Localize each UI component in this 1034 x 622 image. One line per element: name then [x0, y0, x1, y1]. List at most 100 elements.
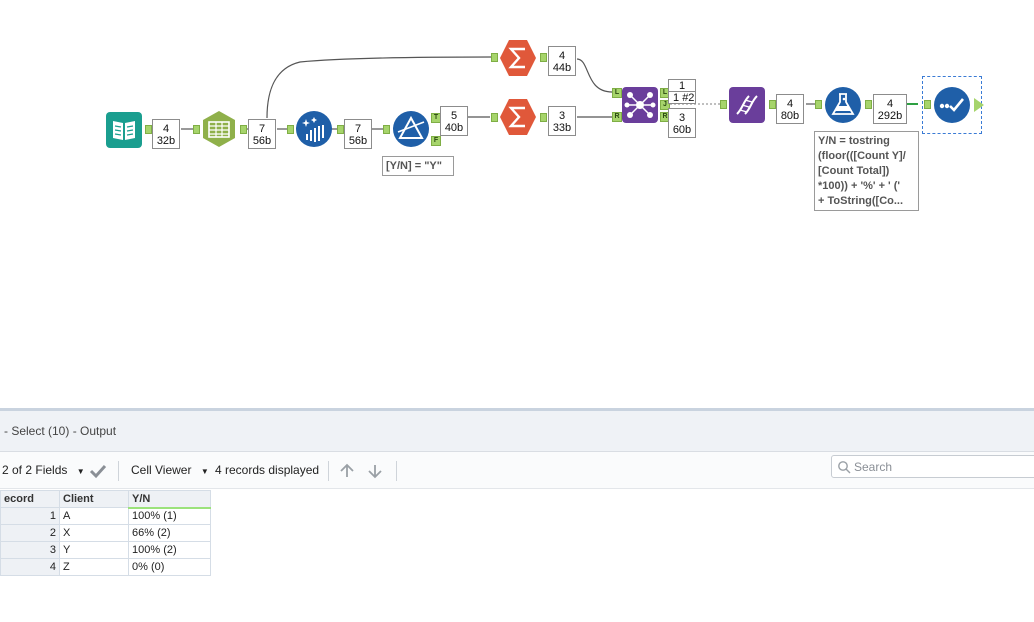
record-count: 3 — [558, 110, 566, 122]
record-count: 4 — [886, 98, 894, 110]
scroll-down-button[interactable] — [366, 452, 384, 488]
yn-cell[interactable]: 100% (2) — [128, 541, 211, 559]
results-title: - Select (10) - Output — [0, 411, 1034, 452]
client-cell[interactable]: Z — [59, 558, 129, 576]
scroll-up-button[interactable] — [338, 452, 356, 488]
book-icon — [106, 112, 142, 148]
record-size: 33b — [552, 122, 572, 134]
records-count-text: 4 records displayed — [215, 452, 319, 488]
records-label: 4 records displayed — [215, 463, 320, 477]
toolbar-separator — [118, 461, 119, 481]
join-output-join-anchor[interactable]: J — [660, 100, 670, 110]
output-anchor[interactable] — [337, 125, 344, 134]
search-input[interactable] — [854, 458, 1034, 475]
record-count: 7 — [258, 123, 266, 135]
output-anchor[interactable] — [145, 125, 152, 134]
record-number-cell: 2 — [0, 524, 60, 542]
input-anchor[interactable] — [193, 125, 200, 134]
client-cell[interactable]: A — [59, 507, 129, 525]
input-anchor[interactable] — [383, 125, 390, 134]
caret-down-icon: ▼ — [200, 467, 209, 476]
input-anchor[interactable] — [924, 100, 931, 109]
input-anchor[interactable] — [287, 125, 294, 134]
output-anchor[interactable] — [540, 113, 547, 122]
select-tool[interactable] — [200, 110, 238, 148]
record-count: 5 — [450, 110, 458, 122]
record-size: 44b — [552, 62, 572, 74]
search-box[interactable] — [831, 455, 1034, 478]
record-count: 1 — [678, 80, 686, 92]
check-dots-icon — [934, 87, 970, 123]
output-anchor[interactable] — [540, 53, 547, 62]
output-anchor[interactable] — [240, 125, 247, 134]
record-count: 1 — [673, 92, 680, 104]
record-size: 40b — [444, 122, 464, 134]
record-number-cell: 4 — [0, 558, 60, 576]
arrow-up-icon — [340, 463, 354, 477]
filter-tool[interactable] — [392, 110, 430, 148]
fields-label: 2 of 2 Fields — [2, 463, 68, 477]
apply-check-button[interactable] — [88, 452, 108, 488]
cell-viewer-dropdown[interactable]: Cell Viewer ▼ — [131, 452, 209, 488]
record-size: 60b — [672, 124, 692, 136]
record-size: 80b — [780, 110, 800, 122]
filter-false-anchor[interactable]: F — [431, 136, 441, 146]
client-cell[interactable]: X — [59, 524, 129, 542]
arrow-down-icon — [368, 464, 382, 479]
table-row[interactable]: 2 X 66% (2) — [0, 524, 211, 542]
cell-viewer-label: Cell Viewer — [131, 463, 192, 477]
join-left-anchor[interactable]: L — [612, 88, 622, 98]
results-grid: ecord Client Y/N 1 A 100% (1) 2 X 66% (2… — [0, 490, 211, 576]
dna-icon — [729, 87, 765, 123]
dynamic-tool[interactable] — [728, 86, 766, 124]
input-data-tool[interactable] — [105, 111, 143, 149]
input-anchor[interactable] — [720, 100, 727, 109]
column-header-yn[interactable]: Y/N — [128, 490, 211, 509]
summarize-tool-top[interactable] — [499, 39, 537, 77]
join-count-join-box: 1 #2 — [668, 91, 696, 104]
fields-dropdown[interactable]: 2 of 2 Fields ▼ — [2, 452, 85, 488]
input-anchor[interactable] — [815, 100, 822, 109]
table-columns-icon — [203, 111, 235, 147]
record-count: 4 — [558, 50, 566, 62]
input-anchor[interactable] — [491, 53, 498, 62]
record-size: 292b — [877, 110, 903, 122]
client-cell[interactable]: Y — [59, 541, 129, 559]
column-header-client[interactable]: Client — [59, 490, 129, 508]
output-anchor[interactable] — [865, 100, 872, 109]
join-tool[interactable] — [621, 86, 659, 124]
yn-cell[interactable]: 66% (2) — [128, 524, 211, 542]
yn-cell[interactable]: 100% (1) — [128, 507, 211, 525]
filter-annotation: [Y/N] = "Y" — [382, 156, 454, 176]
table-row[interactable]: 4 Z 0% (0) — [0, 558, 211, 576]
toolbar-separator — [396, 461, 397, 481]
input-anchor[interactable] — [491, 113, 498, 122]
panel-splitter[interactable] — [0, 408, 1034, 411]
summarize-tool-bottom[interactable] — [499, 98, 537, 136]
record-count: 4 — [162, 123, 170, 135]
select-output-tool[interactable] — [933, 86, 971, 124]
column-header-record[interactable]: ecord — [0, 490, 60, 508]
results-panel: - Select (10) - Output 2 of 2 Fields ▼ C… — [0, 408, 1034, 622]
record-count: 4 — [786, 98, 794, 110]
table-row[interactable]: 3 Y 100% (2) — [0, 541, 211, 559]
caret-down-icon: ▼ — [76, 467, 85, 476]
formula-tool[interactable] — [824, 86, 862, 124]
table-row[interactable]: 1 A 100% (1) — [0, 507, 211, 525]
output-arrow-anchor[interactable] — [974, 98, 984, 112]
output-anchor[interactable] — [769, 100, 776, 109]
header-row: ecord Client Y/N — [0, 490, 211, 509]
cleanse-tool[interactable] — [295, 110, 333, 148]
join-right-anchor[interactable]: R — [612, 112, 622, 122]
filter-triangle-icon — [393, 111, 429, 147]
toolbar-separator — [328, 461, 329, 481]
yn-cell[interactable]: 0% (0) — [128, 558, 211, 576]
